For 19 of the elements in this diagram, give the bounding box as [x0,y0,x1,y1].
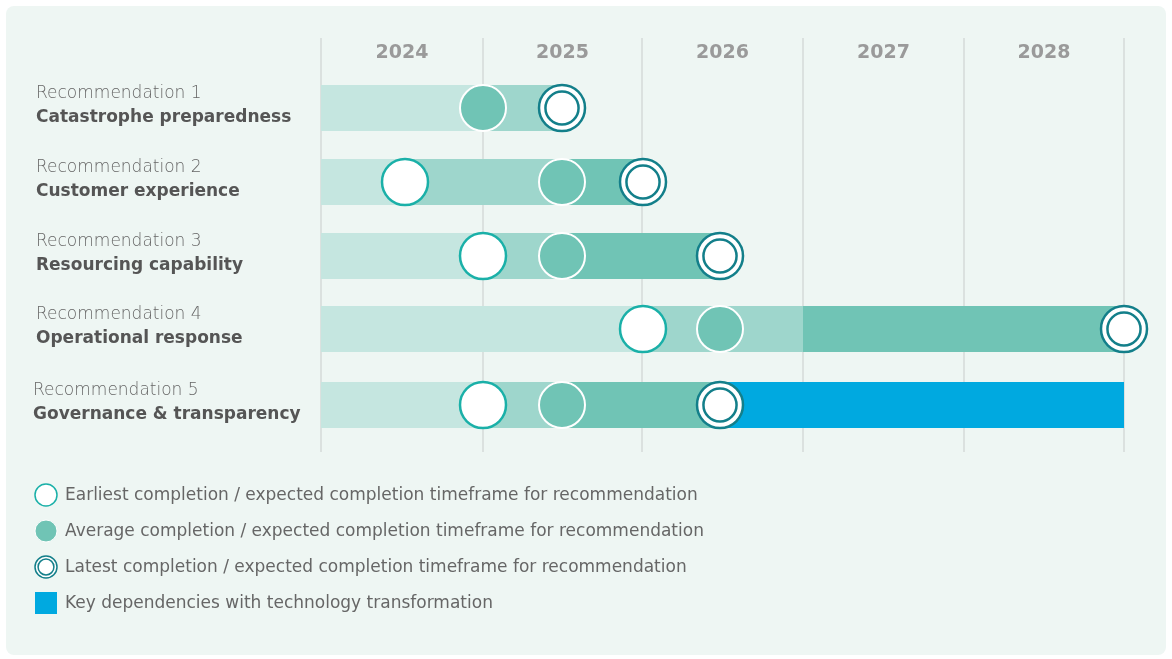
recommendation-number: Recommendation 3 [36,230,202,250]
recommendation-title: Operational response [36,327,243,347]
recommendation-number: Recommendation 4 [36,303,202,323]
legend-label: Latest completion / expected completion timeframe for recommendation [65,556,687,576]
year-label: 2028 [1017,40,1071,62]
recommendation-title: Catastrophe preparedness [36,106,292,126]
year-label: 2024 [375,40,429,62]
year-label: 2027 [857,40,910,62]
year-label: 2026 [696,40,749,62]
recommendation-number: Recommendation 5 [33,379,199,399]
recommendation-title: Resourcing capability [36,254,244,274]
recommendation-number: Recommendation 2 [36,156,202,176]
legend-label: Key dependencies with technology transformation [65,592,493,612]
legend-label: Average completion / expected completion timeframe for recommendation [65,520,704,540]
year-label: 2025 [536,40,589,62]
recommendation-title: Governance & transparency [33,403,301,423]
legend-label: Earliest completion / expected completion timeframe for recommendation [65,484,698,504]
recommendation-title: Customer experience [36,180,240,200]
recommendation-number: Recommendation 1 [36,82,202,102]
